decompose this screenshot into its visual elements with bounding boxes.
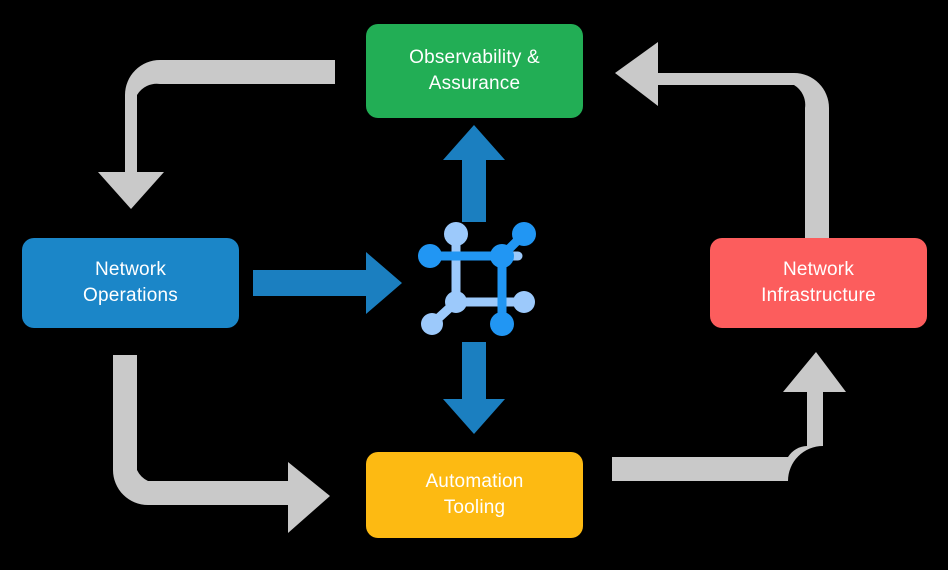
node-network-infrastructure[interactable]: Network Infrastructure — [710, 238, 927, 328]
node-network-infrastructure-label: Network Infrastructure — [761, 259, 876, 306]
node-network-operations[interactable]: Network Operations — [22, 238, 239, 328]
network-icon-nodes-primary — [418, 222, 536, 336]
arrow-observability-to-operations — [98, 60, 335, 209]
node-automation-tooling-label: Automation Tooling — [425, 471, 524, 518]
node-observability-label: Observability & Assurance — [409, 47, 540, 94]
node-network-operations-label: Network Operations — [83, 259, 178, 306]
arrow-operations-to-automation — [113, 355, 330, 533]
arrow-infrastructure-to-observability — [615, 42, 829, 244]
arrow-operations-to-center — [253, 252, 402, 314]
arrow-automation-to-infrastructure — [612, 352, 846, 481]
arrow-center-to-observability — [443, 125, 505, 222]
node-observability-assurance[interactable]: Observability & Assurance — [366, 24, 583, 118]
network-topology-icon — [418, 222, 536, 336]
node-automation-tooling[interactable]: Automation Tooling — [366, 452, 583, 538]
arrow-center-to-automation — [443, 342, 505, 434]
network-icon-nodes-secondary — [421, 222, 535, 335]
